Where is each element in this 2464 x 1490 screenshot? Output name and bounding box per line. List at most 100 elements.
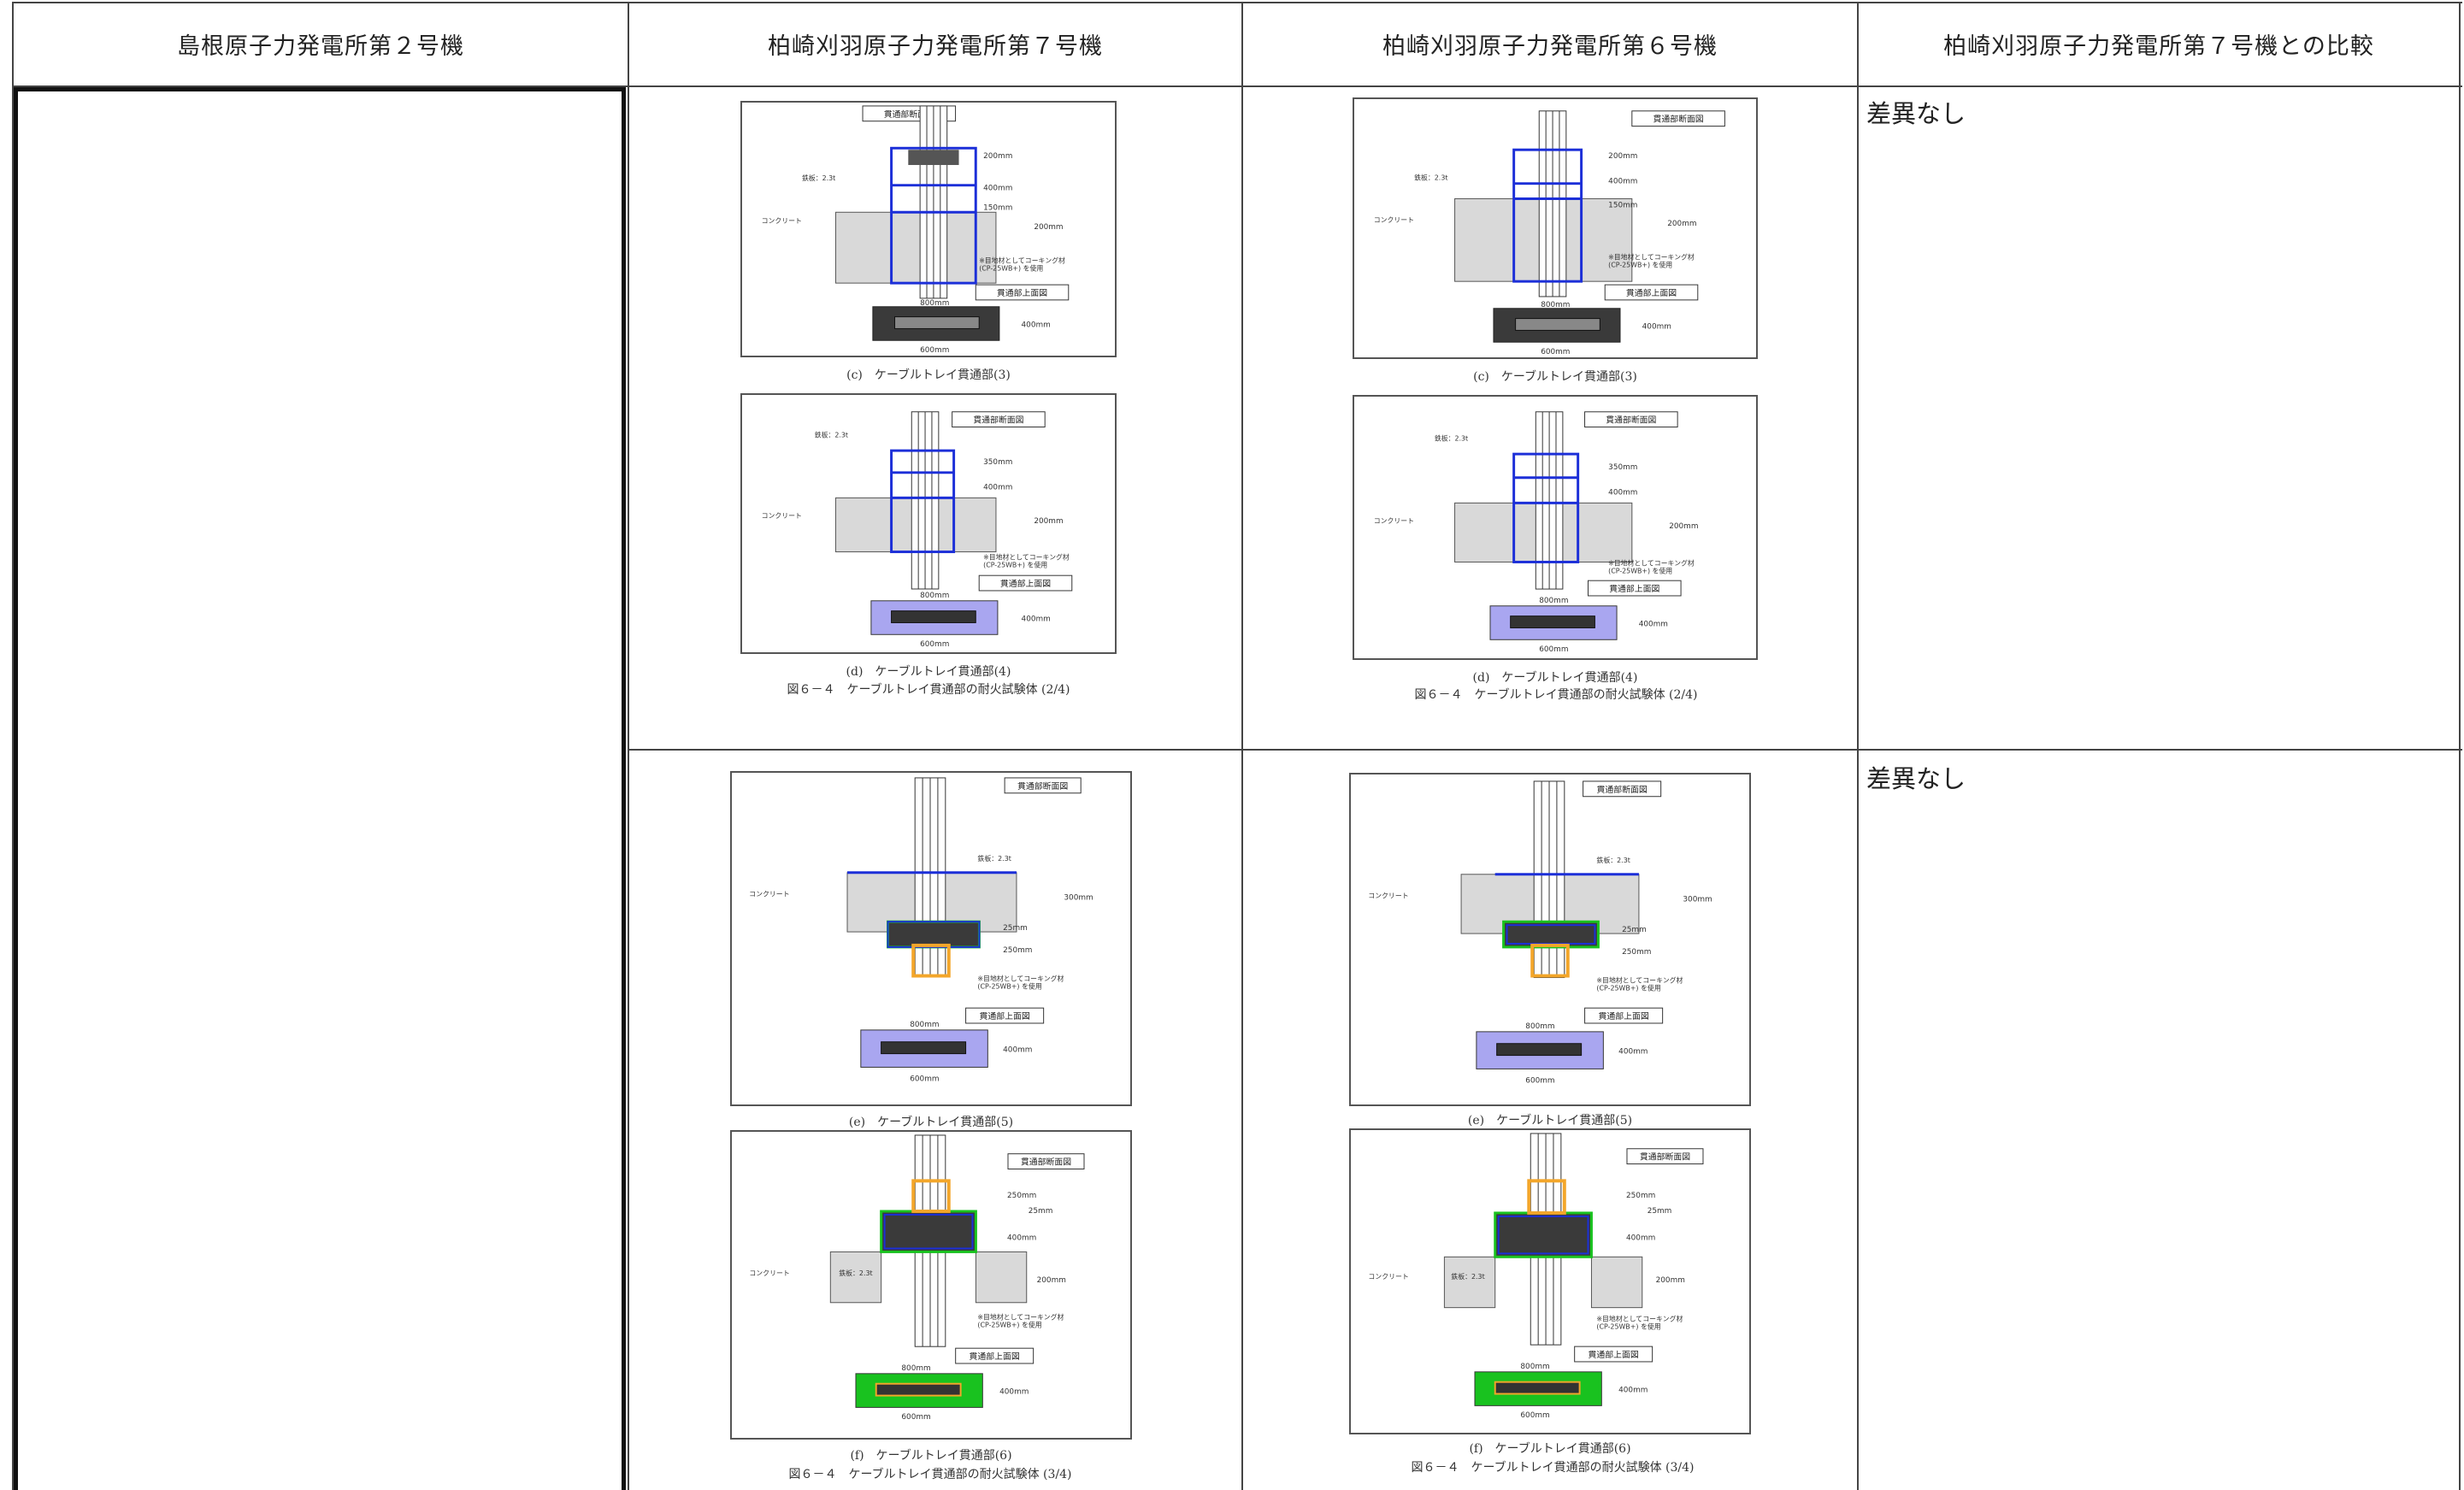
steel-label: 鉄板：2.3t [1414,174,1447,182]
dim-400: 400mm [1608,489,1637,498]
dim-25: 25mm [1622,926,1647,934]
header-comparison: 柏崎刈羽原子力発電所第７号機との比較 [1943,32,2374,60]
top-label: 貫通部上面図 [970,1351,1020,1362]
dim-400-top: 400mm [999,1388,1029,1397]
concrete-label: コンクリート [762,217,802,225]
caulk-label: ※目地材としてコーキング材(CP-25WB+) を使用 [1608,253,1695,269]
dim-150: 150mm [983,203,1012,212]
section-label: 貫通部断面図 [1653,114,1704,125]
caption-c-kk7: (c) ケーブルトレイ貫通部(3) [846,368,1011,382]
concrete-label: コンクリート [1374,517,1414,525]
dim-200: 200mm [1656,1276,1685,1285]
figure-c-kk6: 貫通部断面図 200mm 400mm 150mm 200mm コンクリート 鉄板… [1353,97,1758,359]
header-kk6: 柏崎刈羽原子力発電所第６号機 [1382,32,1718,60]
dim-200: 200mm [1037,1276,1066,1285]
dim-200: 200mm [1608,152,1637,161]
dim-800: 800mm [920,299,949,308]
caption-d-kk7: (d) ケーブルトレイ貫通部(4) [846,665,1011,679]
top-label: 貫通部上面図 [1598,1010,1648,1022]
caulk-label: ※目地材としてコーキング材(CP-25WB+) を使用 [979,256,1065,272]
figure-title-kk7-1: 図６－４ ケーブルトレイ貫通部の耐火試験体 (2/4) [787,683,1070,697]
top-label: 貫通部上面図 [1000,578,1051,589]
figure-f-kk7: 貫通部断面図 250mm 25mm 400mm 200mm コンクリート 鉄板：… [730,1130,1132,1440]
dim-400: 400mm [1608,178,1637,186]
header-bottom-border [12,85,2462,87]
concrete-label: コンクリート [749,891,789,898]
dim-350: 350mm [1608,463,1637,472]
row-divider [628,749,2462,751]
figure-f-kk6: 貫通部断面図 250mm 25mm 400mm 200mm コンクリート 鉄板：… [1349,1128,1751,1434]
dim-800: 800mm [910,1021,939,1029]
dim-400-top: 400mm [1642,322,1671,331]
figure-e-kk7: 貫通部断面図 300mm 25mm 250mm コンクリート 鉄板：2.3t ※… [730,771,1132,1106]
dim-200: 200mm [1034,517,1063,526]
section-label: 貫通部断面図 [1021,1157,1071,1168]
dim-600: 600mm [1525,1076,1554,1085]
steel-label: 鉄板：2.3t [1596,856,1630,864]
dim-400-top: 400mm [1003,1046,1032,1055]
dim-250: 250mm [1007,1192,1036,1200]
dim-200: 200mm [983,152,1012,161]
figure-title-kk6-2: 図６－４ ケーブルトレイ貫通部の耐火試験体 (3/4) [1411,1461,1695,1475]
dim-400: 400mm [1626,1234,1655,1243]
dim-600: 600mm [901,1413,930,1422]
dim-300: 300mm [1064,893,1093,902]
dim-150: 150mm [1608,201,1637,209]
dim-800: 800mm [1520,1363,1549,1371]
comparison-row-2: 差異なし [1866,764,1966,793]
concrete-label: コンクリート [749,1269,789,1277]
shimane-cell-right-border [622,87,626,1490]
dim-800: 800mm [1539,597,1568,605]
figure-d-kk7: 貫通部断面図 350mm 400mm 200mm コンクリート 鉄板：2.3t … [740,393,1117,654]
top-label: 貫通部上面図 [1626,287,1677,298]
dim-400-top: 400mm [1618,1048,1648,1057]
dim-400-top: 400mm [1639,620,1668,628]
caption-c-kk6: (c) ケーブルトレイ貫通部(3) [1473,370,1637,384]
section-label: 貫通部断面図 [1640,1151,1690,1163]
dim-400-top: 400mm [1022,615,1051,623]
dim-300: 300mm [1683,895,1712,904]
dim-25: 25mm [1648,1207,1672,1216]
dim-400-top: 400mm [1022,321,1051,329]
table-right-border [2459,2,2461,1490]
figure-title-kk6-1: 図６－４ ケーブルトレイ貫通部の耐火試験体 (2/4) [1414,688,1698,702]
steel-label: 鉄板：2.3t [802,174,835,182]
figure-c-kk7: 貫通部断面図 200mm 400mm 150mm 200mm コンクリート 鉄板… [740,101,1117,357]
caulk-label: ※目地材としてコーキング材(CP-25WB+) を使用 [1596,975,1683,992]
figure-e-kk6: 貫通部断面図 300mm 25mm 250mm コンクリート 鉄板：2.3t ※… [1349,773,1751,1106]
dim-200: 200mm [1669,522,1698,531]
dim-800: 800mm [901,1364,930,1373]
dim-400: 400mm [983,185,1012,193]
caption-e-kk6: (e) ケーブルトレイ貫通部(5) [1467,1114,1633,1128]
dim-250: 250mm [1622,948,1651,957]
dim-800: 800mm [1541,301,1570,309]
table-top-border [12,2,2462,3]
steel-label: 鉄板：2.3t [815,430,848,439]
dim-800: 800mm [920,592,949,600]
caption-d-kk6: (d) ケーブルトレイ貫通部(4) [1472,671,1638,685]
caulk-label: ※目地材としてコーキング材(CP-25WB+) を使用 [1608,558,1695,574]
concrete-label: コンクリート [1368,1273,1408,1281]
dim-400: 400mm [983,484,1012,492]
dim-600: 600mm [1520,1411,1549,1420]
steel-label: 鉄板：2.3t [977,854,1011,863]
top-label: 貫通部上面図 [997,287,1047,298]
dim-25: 25mm [1029,1207,1053,1216]
steel-label: 鉄板：2.3t [1435,433,1468,442]
concrete-label: コンクリート [1368,892,1408,900]
shimane-cell-left-border [14,87,18,1490]
dim-400: 400mm [1007,1234,1036,1243]
dim-350: 350mm [983,458,1012,467]
section-label: 貫通部断面図 [1017,780,1068,792]
col-divider-3 [1857,2,1859,1490]
dim-250: 250mm [1003,946,1032,955]
dim-250: 250mm [1626,1192,1655,1200]
section-label: 貫通部断面図 [1596,784,1647,795]
section-label: 貫通部断面図 [973,415,1023,426]
dim-600: 600mm [920,640,949,649]
dim-200b: 200mm [1667,220,1696,228]
figure-d-kk6: 貫通部断面図 350mm 400mm 200mm コンクリート 鉄板：2.3t … [1353,395,1758,660]
caption-f-kk7: (f) ケーブルトレイ貫通部(6) [850,1449,1012,1463]
figure-title-kk7-2: 図６－４ ケーブルトレイ貫通部の耐火試験体 (3/4) [788,1468,1072,1481]
caption-f-kk6: (f) ケーブルトレイ貫通部(6) [1469,1442,1631,1456]
